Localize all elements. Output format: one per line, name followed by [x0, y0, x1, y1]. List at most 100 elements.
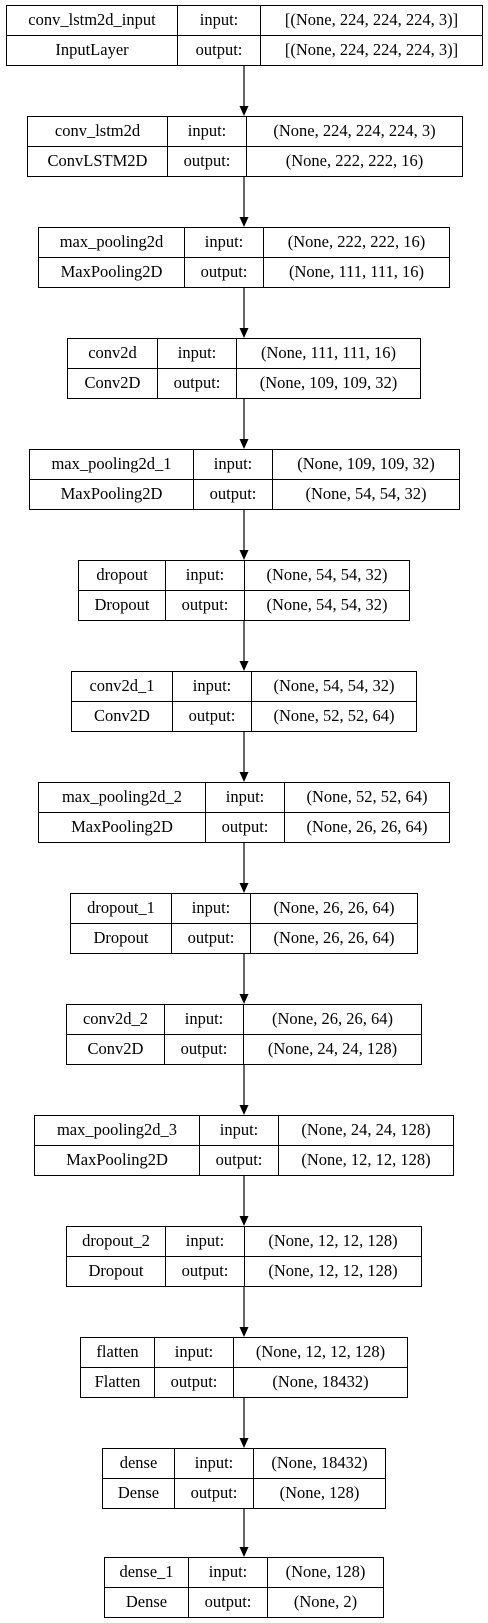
arrow-head: [239, 994, 249, 1004]
layer-node: dense_1 input: (None, 128) Dense output:…: [104, 1557, 384, 1618]
output-label: output:: [155, 1367, 234, 1397]
arrow-head: [239, 1547, 249, 1557]
layer-name: conv2d_2: [67, 1005, 165, 1035]
input-label: input:: [206, 783, 285, 813]
input-shape: [(None, 224, 224, 224, 3)]: [261, 6, 482, 36]
layer-name: conv2d_1: [72, 672, 173, 702]
input-label: input:: [166, 1227, 245, 1257]
layer-type: Conv2D: [72, 701, 173, 731]
input-label: input:: [172, 894, 251, 924]
arrow-head: [239, 883, 249, 893]
output-shape: (None, 26, 26, 64): [273, 928, 395, 947]
layer-node: conv_lstm2d_input input: [(None, 224, 22…: [6, 5, 483, 66]
output-shape: (None, 24, 24, 128): [267, 1039, 398, 1058]
arrow-head: [239, 1438, 249, 1448]
output-shape: (None, 109, 109, 32): [259, 373, 398, 392]
output-shape: (None, 52, 52, 64): [273, 706, 395, 725]
layer-type: MaxPooling2D: [39, 812, 206, 842]
input-shape: (None, 224, 224, 224, 3): [247, 117, 462, 147]
output-shape: (None, 54, 54, 32): [266, 595, 388, 614]
layer-type: Conv2D: [67, 1034, 165, 1064]
layer-type: Dropout: [71, 923, 172, 953]
layer-type: Flatten: [81, 1367, 155, 1397]
output-shape: (None, 26, 26, 64): [306, 817, 428, 836]
input-shape: (None, 12, 12, 128): [245, 1227, 421, 1257]
layer-name: dropout_2: [67, 1227, 166, 1257]
layer-name: dense_1: [105, 1558, 189, 1588]
output-label: output:: [189, 1587, 268, 1617]
layer-node: dropout input: (None, 54, 54, 32) Dropou…: [78, 560, 410, 621]
input-shape: (None, 128): [268, 1558, 383, 1588]
arrow-head: [239, 661, 249, 671]
input-label: input:: [178, 6, 261, 36]
arrow-head: [239, 106, 249, 116]
input-label: input:: [158, 339, 237, 369]
layer-node: flatten input: (None, 12, 12, 128) Flatt…: [80, 1337, 408, 1398]
input-shape: (None, 111, 111, 16): [237, 339, 420, 369]
layer-node: max_pooling2d_3 input: (None, 24, 24, 12…: [34, 1115, 454, 1176]
output-label: output:: [194, 479, 273, 509]
layer-type: InputLayer: [7, 35, 178, 65]
output-shape: (None, 128): [279, 1483, 360, 1502]
layer-node: dropout_1 input: (None, 26, 26, 64) Drop…: [70, 893, 418, 954]
output-label: output:: [166, 590, 245, 620]
layer-node: conv2d input: (None, 111, 111, 16) Conv2…: [67, 338, 421, 399]
input-label: input:: [173, 672, 252, 702]
output-shape: (None, 12, 12, 128): [268, 1261, 398, 1280]
input-label: input:: [175, 1449, 254, 1479]
arrow-head: [239, 439, 249, 449]
layer-name: conv_lstm2d: [28, 117, 168, 147]
input-shape: (None, 24, 24, 128): [279, 1116, 453, 1146]
layer-name: dropout_1: [71, 894, 172, 924]
output-shape: (None, 18432): [272, 1372, 369, 1391]
input-shape: (None, 54, 54, 32): [245, 561, 409, 591]
input-label: input:: [165, 1005, 244, 1035]
layer-node: conv_lstm2d input: (None, 224, 224, 224,…: [27, 116, 463, 177]
layer-type: MaxPooling2D: [30, 479, 194, 509]
output-label: output:: [178, 35, 261, 65]
output-label: output:: [200, 1145, 279, 1175]
input-label: input:: [155, 1338, 234, 1368]
input-shape: (None, 18432): [254, 1449, 385, 1479]
output-shape: (None, 12, 12, 128): [301, 1150, 431, 1169]
layer-type: Dense: [103, 1478, 175, 1508]
input-label: input:: [200, 1116, 279, 1146]
output-label: output:: [175, 1478, 254, 1508]
arrow-head: [239, 328, 249, 338]
arrow-head: [239, 772, 249, 782]
output-shape: [(None, 224, 224, 224, 3)]: [284, 40, 459, 59]
input-shape: (None, 26, 26, 64): [244, 1005, 421, 1035]
output-label: output:: [185, 257, 264, 287]
input-label: input:: [189, 1558, 268, 1588]
input-shape: (None, 222, 222, 16): [264, 228, 449, 258]
output-shape: (None, 54, 54, 32): [305, 484, 427, 503]
input-label: input:: [166, 561, 245, 591]
layer-name: max_pooling2d: [39, 228, 185, 258]
layer-type: Dropout: [79, 590, 166, 620]
layer-node: max_pooling2d_2 input: (None, 52, 52, 64…: [38, 782, 450, 843]
layer-node: dense input: (None, 18432) Dense output:…: [102, 1448, 386, 1509]
input-shape: (None, 54, 54, 32): [252, 672, 416, 702]
layer-node: max_pooling2d input: (None, 222, 222, 16…: [38, 227, 450, 288]
layer-name: max_pooling2d_1: [30, 450, 194, 480]
output-shape: (None, 222, 222, 16): [285, 151, 424, 170]
layer-type: MaxPooling2D: [39, 257, 185, 287]
output-label: output:: [173, 701, 252, 731]
arrow-head: [239, 1327, 249, 1337]
output-label: output:: [172, 923, 251, 953]
input-shape: (None, 109, 109, 32): [273, 450, 459, 480]
input-shape: (None, 26, 26, 64): [251, 894, 417, 924]
input-label: input:: [194, 450, 273, 480]
layer-type: MaxPooling2D: [35, 1145, 200, 1175]
arrow-head: [239, 1216, 249, 1226]
input-label: input:: [168, 117, 247, 147]
output-label: output:: [168, 146, 247, 176]
layer-name: conv_lstm2d_input: [7, 6, 178, 36]
layer-type: Conv2D: [68, 368, 158, 398]
input-label: input:: [185, 228, 264, 258]
output-shape: (None, 111, 111, 16): [288, 262, 425, 281]
arrow-head: [239, 217, 249, 227]
layer-node: max_pooling2d_1 input: (None, 109, 109, …: [29, 449, 460, 510]
layer-node: conv2d_2 input: (None, 26, 26, 64) Conv2…: [66, 1004, 422, 1065]
